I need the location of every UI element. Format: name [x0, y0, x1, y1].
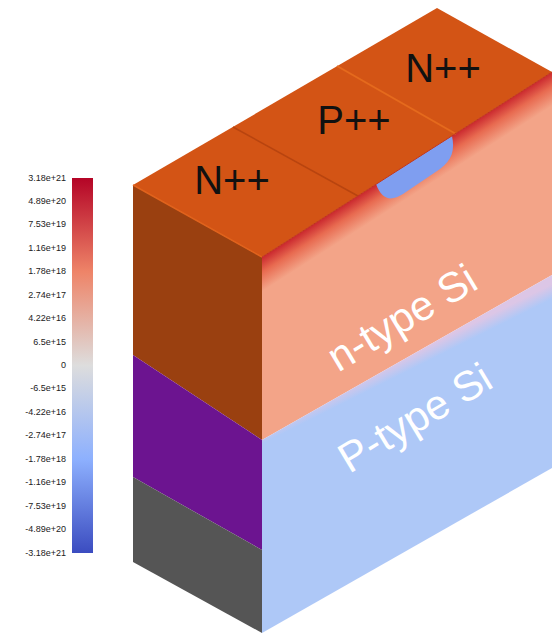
- colorbar-tick: 4.89e+20: [0, 196, 66, 207]
- colorbar-tick: -1.16e+19: [0, 477, 66, 488]
- region-label: P++: [317, 98, 390, 143]
- side-bottom-layer: [133, 477, 262, 633]
- colorbar-tick: -7.53e+19: [0, 501, 66, 512]
- colorbar-tick: 1.78e+18: [0, 266, 66, 277]
- colorbar-tick: 3.18e+21: [0, 173, 66, 184]
- colorbar-tick: 7.53e+19: [0, 219, 66, 230]
- colorbar-tick: -4.89e+20: [0, 524, 66, 535]
- edge-line: [262, 72, 552, 257]
- colorbar-tick: 1.16e+19: [0, 243, 66, 254]
- colorbar-tick: -2.74e+17: [0, 430, 66, 441]
- colorbar-tick: 0: [0, 360, 66, 371]
- colorbar: [72, 178, 93, 553]
- colorbar-tick: -6.5e+15: [0, 383, 66, 394]
- top-face: [133, 8, 552, 257]
- region-label: N++: [405, 46, 481, 91]
- colorbar-tick: -1.78e+18: [0, 454, 66, 465]
- colorbar-tick: -4.22e+16: [0, 407, 66, 418]
- colorbar-tick: 4.22e+16: [0, 313, 66, 324]
- colorbar-tick: 6.5e+15: [0, 337, 66, 348]
- colorbar-tick: 2.74e+17: [0, 290, 66, 301]
- region-label: N++: [194, 158, 270, 203]
- colorbar-tick: -3.18e+21: [0, 548, 66, 559]
